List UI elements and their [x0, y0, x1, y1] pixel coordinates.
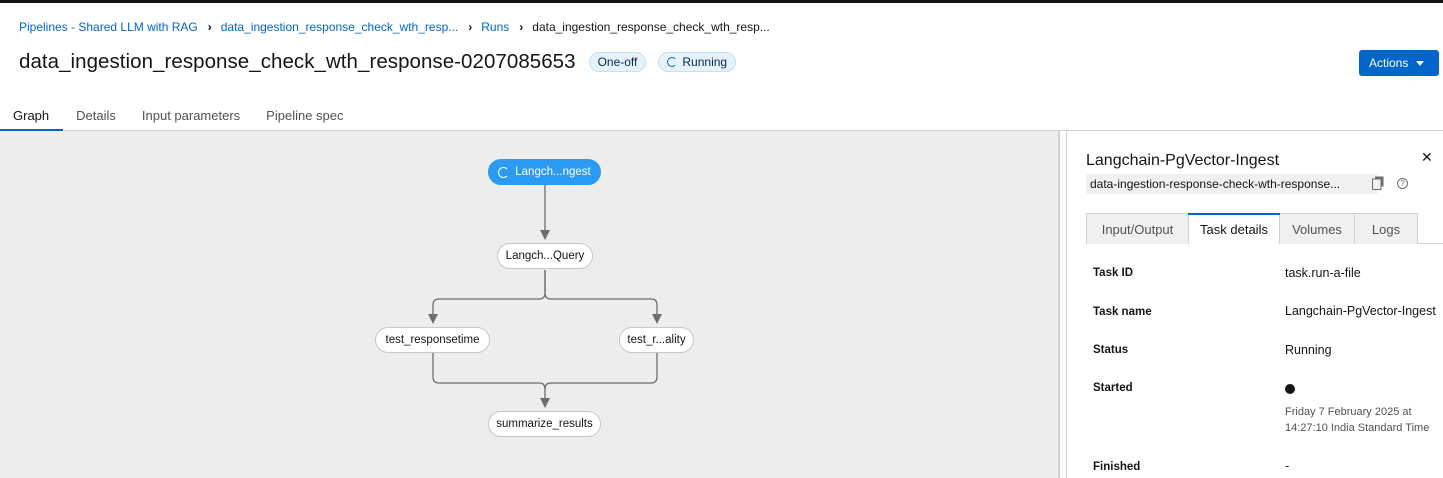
started-label: Started — [1093, 382, 1133, 394]
copy-icon[interactable] — [1372, 176, 1384, 190]
run-id-field: data-ingestion-response-check-wth-respon… — [1086, 174, 1378, 194]
task-drawer: Langchain-PgVector-Ingest ✕ data-ingesti… — [1067, 131, 1443, 478]
drawer-title: Langchain-PgVector-Ingest — [1086, 152, 1280, 169]
help-icon[interactable]: ? — [1397, 178, 1408, 189]
page-title: data_ingestion_response_check_wth_respon… — [19, 50, 576, 73]
globe-icon — [1285, 384, 1295, 394]
graph-node-test-quality[interactable]: test_r...ality — [619, 327, 694, 353]
actions-button-label: Actions — [1369, 56, 1409, 70]
main-tabs: Graph Details Input parameters Pipeline … — [0, 103, 1443, 132]
status-label: Status — [1093, 344, 1129, 356]
edge-responsetime-summarize — [432, 353, 550, 408]
task-id-label: Task ID — [1093, 267, 1134, 279]
chevron-right-icon: › — [519, 20, 524, 34]
edge-query-responsetime — [428, 270, 546, 324]
edge-query-quality — [544, 270, 662, 324]
started-time: 14:27:10 India Standard Time — [1285, 422, 1430, 434]
top-border — [0, 0, 1443, 3]
tab-input-parameters[interactable]: Input parameters — [141, 108, 241, 123]
actions-button[interactable]: Actions — [1359, 50, 1439, 76]
finished-label: Finished — [1093, 461, 1141, 473]
chevron-right-icon: › — [468, 20, 473, 34]
tab-task-details[interactable]: Task details — [1188, 213, 1280, 245]
started-date: Friday 7 February 2025 at — [1285, 406, 1412, 418]
task-name-value: Langchain-PgVector-Ingest — [1285, 304, 1436, 318]
tab-logs[interactable]: Logs — [1354, 213, 1418, 244]
breadcrumb: Pipelines - Shared LLM with RAG › data_i… — [19, 19, 770, 35]
tab-volumes[interactable]: Volumes — [1279, 213, 1355, 244]
chevron-right-icon: › — [207, 20, 212, 34]
status-value: Running — [1285, 343, 1332, 357]
breadcrumb-pipeline-link[interactable]: Pipelines - Shared LLM with RAG — [19, 20, 198, 34]
graph-canvas[interactable]: Langch...ngest Langch...Query test_respo… — [0, 131, 1059, 478]
tab-input-output[interactable]: Input/Output — [1086, 213, 1189, 244]
finished-value: - — [1285, 459, 1290, 473]
graph-edges — [428, 185, 662, 408]
caret-down-icon — [1416, 61, 1424, 66]
graph-node-query[interactable]: Langch...Query — [497, 243, 593, 269]
spinner-icon — [498, 166, 510, 178]
edge-quality-summarize — [544, 353, 658, 390]
status-badge-label: Running — [682, 55, 728, 69]
graph-node-ingest[interactable]: Langch...ngest — [488, 159, 601, 185]
breadcrumb-runs-link[interactable]: Runs — [481, 20, 510, 34]
task-id-value: task.run-a-file — [1285, 266, 1361, 280]
drawer-resize-handle[interactable] — [1059, 131, 1067, 478]
one-off-badge: One-off — [588, 52, 647, 72]
tab-details[interactable]: Details — [76, 108, 116, 123]
graph-node-label: Langch...ngest — [515, 166, 591, 178]
graph-node-summarize[interactable]: summarize_results — [488, 411, 601, 437]
drawer-tabs: Input/Output Task details Volumes Logs — [1086, 213, 1443, 245]
status-badge: Running — [658, 52, 737, 72]
title-row: data_ingestion_response_check_wth_respon… — [19, 48, 737, 76]
spinner-icon — [667, 57, 678, 67]
breadcrumb-run-link[interactable]: data_ingestion_response_check_wth_resp..… — [220, 20, 459, 34]
graph-node-test-responsetime[interactable]: test_responsetime — [375, 327, 490, 353]
tab-graph[interactable]: Graph — [0, 103, 64, 132]
tab-pipeline-spec[interactable]: Pipeline spec — [266, 108, 344, 123]
close-icon[interactable]: ✕ — [1421, 149, 1433, 165]
task-name-label: Task name — [1093, 306, 1152, 318]
breadcrumb-current: data_ingestion_response_check_wth_resp..… — [532, 20, 770, 34]
